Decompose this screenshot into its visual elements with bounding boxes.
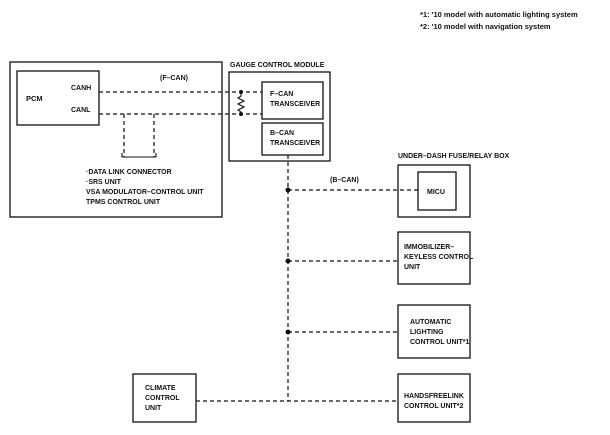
immobilizer-label-2: KEYLESS CONTROL: [404, 254, 474, 261]
terminating-resistor: [236, 92, 246, 114]
climate-label-1: CLIMATE: [145, 385, 176, 392]
bcan-transceiver-label-1: B–CAN: [270, 130, 294, 137]
fuse-box-outer: [397, 164, 471, 218]
unit-tpms: TPMS CONTROL UNIT: [86, 199, 161, 206]
fuse-box-title: UNDER–DASH FUSE/RELAY BOX: [398, 153, 510, 160]
handsfreelink-label-1: HANDSFREELINK: [404, 393, 464, 400]
unit-data-link-connector: ·DATA LINK CONNECTOR: [86, 169, 172, 176]
fcan-transceiver-box: [261, 81, 324, 120]
left-module-box: [9, 61, 223, 218]
micu-box: [417, 171, 457, 211]
pcm-label: PCM: [26, 94, 43, 103]
canh-label: CANH: [71, 85, 91, 92]
auto-lighting-box: [397, 304, 471, 359]
gauge-module-title: GAUGE CONTROL MODULE: [230, 62, 325, 69]
climate-label-2: CONTROL: [145, 395, 180, 402]
auto-lighting-label-2: LIGHTING: [410, 329, 444, 336]
bcan-transceiver-label-2: TRANSCEIVER: [270, 140, 320, 147]
immobilizer-label-3: UNIT: [404, 264, 421, 271]
fcan-label: (F–CAN): [160, 75, 188, 82]
immobilizer-label-1: IMMOBILIZER–: [404, 244, 454, 251]
footnote-1: *1: '10 model with automatic lighting sy…: [420, 10, 578, 19]
handsfreelink-box: [397, 373, 471, 423]
fcan-transceiver-label-1: F–CAN: [270, 91, 293, 98]
canl-label: CANL: [71, 107, 91, 114]
climate-box: [132, 373, 197, 423]
gauge-module-box: [228, 71, 331, 162]
auto-lighting-label-1: AUTOMATIC: [410, 319, 451, 326]
fcan-transceiver-label-2: TRANSCEIVER: [270, 101, 320, 108]
connector-bracket: [121, 153, 157, 158]
bcan-label: (B–CAN): [330, 177, 359, 184]
pcm-box: [16, 70, 100, 126]
bcan-transceiver-box: [261, 122, 324, 156]
footnote-2: *2: '10 model with navigation system: [420, 22, 551, 31]
auto-lighting-label-3: CONTROL UNIT*1: [410, 339, 469, 346]
climate-label-3: UNIT: [145, 405, 162, 412]
unit-srs: ·SRS UNIT: [86, 179, 122, 186]
micu-label: MICU: [427, 189, 445, 196]
handsfreelink-label-2: CONTROL UNIT*2: [404, 403, 463, 410]
immobilizer-box: [397, 231, 471, 285]
unit-vsa: VSA MODULATOR–CONTROL UNIT: [86, 189, 204, 196]
